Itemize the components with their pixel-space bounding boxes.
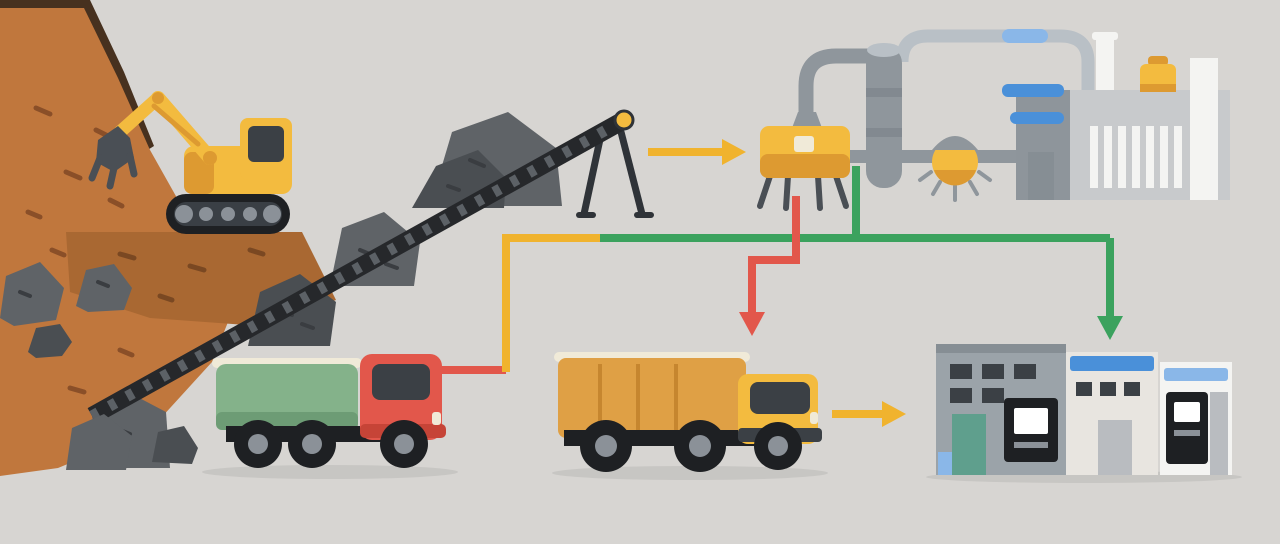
dump-headlight	[432, 412, 441, 425]
arrowhead-yellow	[882, 401, 906, 427]
dump-wheels	[234, 420, 428, 468]
shop-buildings	[936, 344, 1232, 475]
dump-truck	[212, 354, 446, 468]
excavator-arm	[113, 91, 165, 139]
excavator-cab-window	[248, 126, 284, 162]
plant-slats	[1090, 126, 1182, 188]
cargo-box	[558, 358, 746, 438]
shop-sign-blue	[1070, 356, 1154, 371]
plant-door	[1028, 152, 1054, 200]
plant-right-tower	[1190, 58, 1218, 200]
rock-pile-front	[66, 414, 132, 470]
plant-window-bar	[1010, 112, 1064, 124]
processing-machinery	[757, 29, 1230, 211]
smelter-legs	[912, 156, 998, 202]
kiosk-sign-blue	[1164, 368, 1228, 381]
excavator-hydraulic	[151, 103, 201, 147]
ground-shadows	[202, 465, 1242, 483]
crusher-machine	[757, 112, 850, 211]
shop-blue-box	[938, 452, 952, 475]
arrowhead-red	[739, 312, 765, 336]
vending-screen	[1174, 402, 1200, 422]
shop-cream	[1066, 352, 1158, 475]
kiosk-side-panel	[1210, 392, 1228, 475]
excavator-claw	[88, 126, 138, 190]
vending-slot	[1174, 430, 1200, 436]
shop-gray	[936, 344, 1066, 475]
conveyor-belt	[87, 109, 654, 424]
crusher-window	[794, 136, 814, 152]
cliff-speckles	[25, 105, 135, 395]
arrowhead-green	[1097, 316, 1123, 340]
atm-slot	[1014, 442, 1048, 448]
flow-crusher-to-box-truck	[748, 196, 800, 314]
arrowhead-yellow	[722, 139, 746, 165]
roof-tank	[1140, 56, 1176, 92]
crusher-legs	[757, 173, 849, 211]
shop-teal-door	[952, 414, 986, 475]
belt-stripes	[89, 115, 627, 421]
plant-chimney	[1096, 38, 1114, 94]
excavator	[88, 91, 292, 234]
processing-plant	[1002, 32, 1230, 200]
atm-screen	[1014, 408, 1048, 434]
storage-cylinder	[866, 43, 902, 188]
smelter-lid	[932, 136, 978, 150]
box-cab-window	[750, 382, 810, 414]
belt-pulley	[613, 109, 635, 131]
box-headlight	[810, 412, 818, 424]
cargo-seams	[598, 364, 678, 432]
excavator-boom	[151, 91, 217, 165]
shop-door	[1098, 420, 1132, 475]
dump-cab-window	[372, 364, 430, 400]
pipe-blue-segment	[1002, 29, 1048, 43]
box-truck	[554, 352, 822, 472]
plant-window-bar	[1002, 84, 1064, 97]
flow-lines	[390, 139, 1123, 427]
smelter-pot	[912, 136, 998, 202]
box-wheels	[580, 420, 802, 472]
shop-kiosk	[1160, 362, 1232, 475]
